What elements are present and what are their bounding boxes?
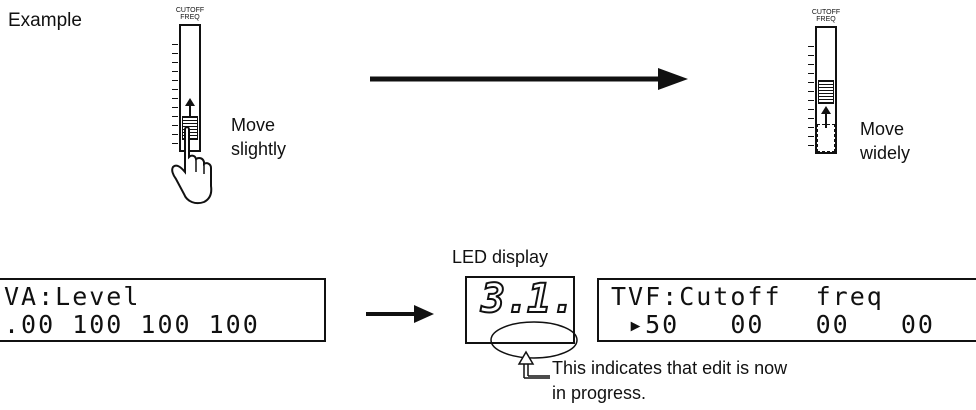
lcd-right-line1: TVF:Cutoff freq [611,283,884,311]
note-line1: This indicates that edit is now [552,357,787,380]
slider-left-arrow-hand [160,4,220,214]
small-arrow-icon [366,302,436,326]
big-arrow-icon [370,60,690,100]
lcd-left: VA:Level .00 100 100 100 [0,278,326,342]
lcd-right-line2: ▸50 00 00 00 [611,311,935,339]
led-display-title: LED display [452,246,548,269]
lcd-left-line2: .00 100 100 100 [4,311,260,339]
hand-pointer-icon [172,127,211,203]
slider-left-caption-line1: Move [231,114,275,137]
example-label: Example [8,9,82,32]
lcd-right: TVF:Cutoff freq ▸50 00 00 00 [597,278,976,342]
slider-right-caption-line2: widely [860,142,910,165]
slider-right-caption-line1: Move [860,118,904,141]
lcd-left-line1: VA:Level [4,283,140,311]
note-line2: in progress. [552,382,646,405]
slider-right-arrow [796,4,856,204]
slider-left-caption-line2: slightly [231,138,286,161]
